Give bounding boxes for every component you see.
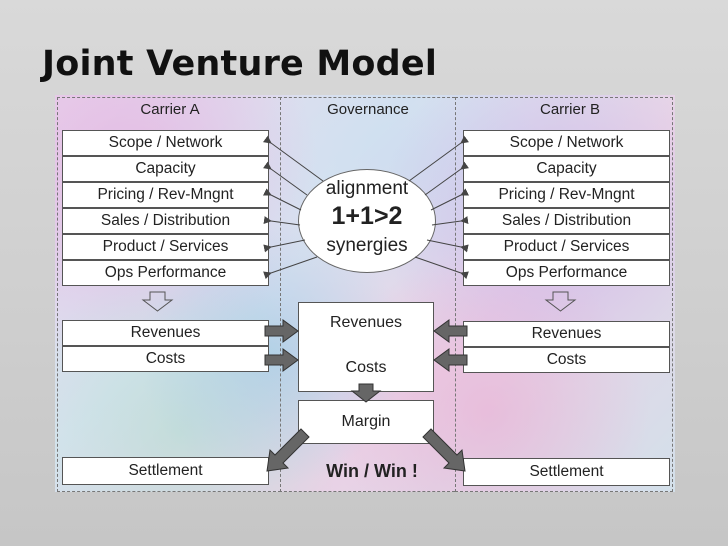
carrier-b-revenues-arrow (433, 319, 468, 343)
carrier-a-ops: Ops Performance (62, 260, 269, 286)
carrier-b-settlement: Settlement (463, 458, 670, 486)
margin-down-arrow (350, 383, 382, 403)
joint-venture-diagram: Carrier A Governance Carrier B Scope / N… (55, 95, 675, 492)
carrier-a-revenues-arrow (264, 319, 299, 343)
carrier-b-costs: Costs (463, 347, 670, 373)
carrier-a-down-arrow (141, 291, 174, 312)
settlement-a-arrow (266, 428, 310, 472)
pooled-costs: Costs (345, 359, 387, 376)
carrier-a-capacity: Capacity (62, 156, 269, 182)
pooled-revenues: Revenues (329, 314, 403, 331)
carrier-a-pricing: Pricing / Rev-Mngnt (62, 182, 269, 208)
margin-box: Margin (298, 400, 434, 444)
carrier-b-down-arrow (544, 291, 577, 312)
carrier-b-pricing: Pricing / Rev-Mngnt (463, 182, 670, 208)
carrier-b-costs-arrow (433, 348, 468, 372)
carrier-b-revenues: Revenues (463, 321, 670, 347)
win-win-label: Win / Win ! (326, 461, 418, 481)
synergy-circle: alignment 1+1>2 synergies (298, 169, 436, 273)
right-alignment-arrows (408, 135, 470, 280)
circle-formula: 1+1>2 (331, 202, 403, 230)
governance-heading: Governance (327, 101, 409, 118)
carrier-a-costs-arrow (264, 348, 299, 372)
carrier-b-capacity: Capacity (463, 156, 670, 182)
slide-title: Joint Venture Model (42, 44, 438, 84)
pooled-box (298, 302, 434, 392)
arrows-overlay (141, 135, 577, 472)
carrier-a-sales: Sales / Distribution (62, 208, 269, 234)
carrier-b-scope-network: Scope / Network (463, 130, 670, 156)
circle-synergies: synergies (326, 235, 408, 256)
carrier-b-ops: Ops Performance (463, 260, 670, 286)
carrier-a-product: Product / Services (62, 234, 269, 260)
carrier-a-scope-network: Scope / Network (62, 130, 269, 156)
governance-column (279, 97, 455, 492)
carrier-a-column (57, 97, 281, 492)
settlement-b-arrow (422, 428, 466, 472)
circle-alignment: alignment (325, 178, 409, 199)
carrier-a-heading: Carrier A (140, 101, 200, 118)
carrier-b-column (455, 97, 673, 492)
carrier-a-settlement: Settlement (62, 457, 269, 485)
left-alignment-arrows (262, 135, 324, 280)
carrier-a-revenues: Revenues (62, 320, 269, 346)
carrier-b-heading: Carrier B (539, 101, 600, 118)
carrier-a-costs: Costs (62, 346, 269, 372)
carrier-b-product: Product / Services (463, 234, 670, 260)
carrier-b-sales: Sales / Distribution (463, 208, 670, 234)
